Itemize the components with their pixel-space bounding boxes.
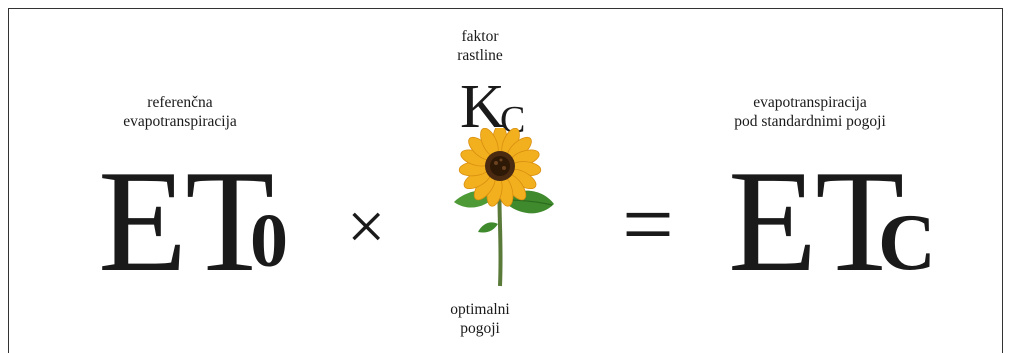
- multiply-operator: ×: [347, 188, 386, 264]
- right-caption-line-1: evapotranspiracija: [753, 94, 867, 111]
- etc-symbol: ET: [728, 140, 904, 302]
- equals-operator: =: [622, 173, 674, 275]
- right-caption-line-2: pod standardnimi pogoji: [734, 113, 886, 130]
- figure-frame: [8, 8, 1003, 353]
- kc-caption-bottom-line-1: optimalni: [450, 301, 510, 318]
- kc-caption-bottom: optimalni pogoji: [425, 300, 535, 338]
- kc-caption-top-line-2: rastline: [457, 47, 503, 64]
- kc-caption-top: faktor rastline: [425, 27, 535, 65]
- left-caption-line-2: evapotranspiracija: [123, 113, 237, 130]
- et0-subscript: 0: [250, 199, 288, 283]
- etc-subscript: C: [878, 199, 936, 287]
- kc-caption-bottom-line-2: pogoji: [460, 320, 500, 337]
- sunflower-icon: [454, 128, 554, 287]
- kc-caption-top-line-1: faktor: [461, 28, 499, 45]
- left-caption: referenčna evapotranspiracija: [100, 93, 260, 131]
- left-caption-line-1: referenčna: [147, 94, 213, 111]
- right-caption: evapotranspiracija pod standardnimi pogo…: [690, 93, 930, 131]
- et0-symbol: ET: [98, 140, 274, 302]
